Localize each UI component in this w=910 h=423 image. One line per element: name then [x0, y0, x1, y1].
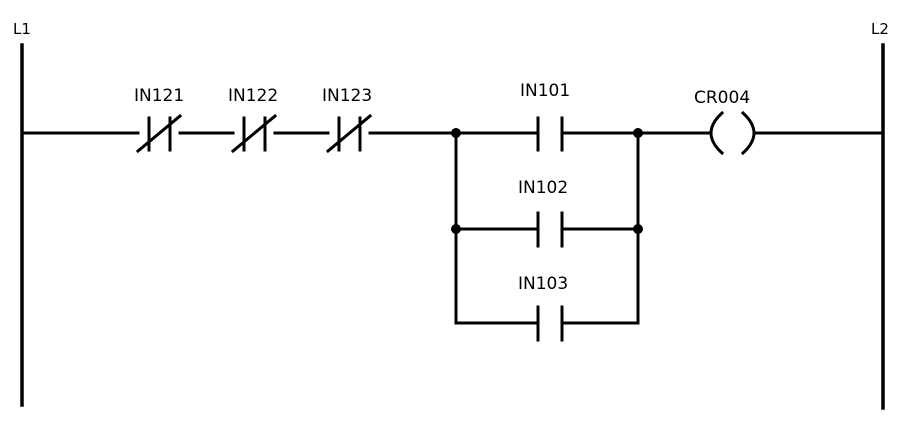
nc-contact-in121 [135, 113, 183, 154]
contact-label-in123: IN123 [322, 86, 373, 106]
parallel-branch-wire [454, 131, 640, 325]
contact-label-in121: IN121 [134, 86, 185, 106]
contact-label-in101: IN101 [520, 81, 571, 101]
contact-label-in103: IN103 [518, 274, 569, 294]
right-rail-label: L2 [871, 20, 889, 38]
contact-label-in102: IN102 [518, 178, 569, 198]
coil-cr004 [709, 110, 756, 156]
no-contact-in102 [536, 211, 564, 248]
junction-dot [451, 128, 461, 138]
nc-contact-in123 [325, 113, 373, 154]
nc-contact-in122 [230, 113, 278, 154]
junction-dot [633, 224, 643, 234]
contact-label-in122: IN122 [228, 86, 279, 106]
junction-dot [633, 128, 643, 138]
no-contact-in103 [536, 305, 564, 342]
left-rail-label: L1 [13, 20, 31, 38]
coil-label-cr004: CR004 [694, 88, 751, 108]
no-contact-in101 [536, 116, 564, 152]
junction-dot [451, 224, 461, 234]
